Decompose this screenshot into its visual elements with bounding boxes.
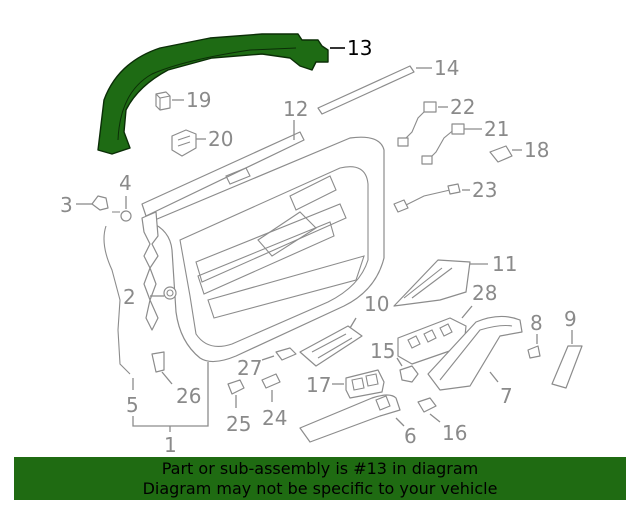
part-14-belt-weatherstrip[interactable] bbox=[317, 65, 415, 115]
part-2-fastener[interactable] bbox=[163, 286, 177, 300]
callout-27[interactable]: 27 bbox=[237, 356, 262, 380]
callout-28[interactable]: 28 bbox=[472, 281, 497, 305]
leader-6 bbox=[395, 417, 405, 427]
callout-11[interactable]: 11 bbox=[492, 252, 517, 276]
callout-8[interactable]: 8 bbox=[530, 311, 543, 335]
disclaimer-line-2: Diagram may not be specific to your vehi… bbox=[142, 479, 498, 498]
callout-24[interactable]: 24 bbox=[262, 406, 287, 430]
part-13-window-frame-trim[interactable] bbox=[97, 33, 329, 155]
callout-12[interactable]: 12 bbox=[283, 97, 308, 121]
callout-15[interactable]: 15 bbox=[370, 339, 395, 363]
part-6-armrest[interactable] bbox=[299, 394, 401, 443]
part-7-handle-bezel[interactable] bbox=[427, 315, 523, 391]
part-3-clip[interactable] bbox=[91, 195, 109, 211]
part-8-clip[interactable] bbox=[527, 345, 541, 359]
callout-1[interactable]: 1 bbox=[164, 433, 177, 456]
callout-17[interactable]: 17 bbox=[306, 373, 331, 397]
parts-diagram: 13 14 19 20 12 3 bbox=[60, 33, 583, 456]
callout-26[interactable]: 26 bbox=[176, 384, 201, 408]
part-12-side-edge bbox=[141, 211, 159, 331]
leader-26 bbox=[161, 371, 173, 385]
leader-27 bbox=[261, 355, 275, 361]
part-20-switch[interactable] bbox=[171, 129, 197, 157]
part-11-trim-panel[interactable] bbox=[393, 259, 471, 307]
part-16-switch[interactable] bbox=[417, 397, 437, 413]
part-17-switch-module[interactable] bbox=[345, 369, 385, 399]
callout-5[interactable]: 5 bbox=[126, 393, 139, 417]
disclaimer-banner: Part or sub-assembly is #13 in diagram D… bbox=[14, 457, 626, 500]
leader-16 bbox=[429, 413, 441, 423]
part-27-clip[interactable] bbox=[275, 347, 297, 361]
callout-2[interactable]: 2 bbox=[123, 285, 136, 309]
callout-18[interactable]: 18 bbox=[524, 138, 549, 162]
callout-20[interactable]: 20 bbox=[208, 127, 233, 151]
callout-25[interactable]: 25 bbox=[226, 412, 251, 436]
callout-9[interactable]: 9 bbox=[564, 307, 577, 331]
leader-28 bbox=[461, 305, 473, 319]
callout-7[interactable]: 7 bbox=[500, 384, 513, 408]
leader-7 bbox=[489, 371, 499, 383]
part-25-cap[interactable] bbox=[227, 379, 245, 395]
part-18-speaker-cover[interactable] bbox=[489, 145, 513, 163]
callout-22[interactable]: 22 bbox=[450, 95, 475, 119]
callout-4[interactable]: 4 bbox=[119, 171, 132, 195]
leader-15 bbox=[396, 357, 403, 367]
part-22-wiring[interactable] bbox=[397, 101, 437, 147]
part-21-wiring[interactable] bbox=[421, 123, 465, 165]
part-9-reflector[interactable] bbox=[551, 345, 583, 389]
callout-14[interactable]: 14 bbox=[434, 56, 459, 80]
callout-3[interactable]: 3 bbox=[60, 193, 73, 217]
part-23-wiring[interactable] bbox=[393, 183, 461, 213]
part-10-trim-piece[interactable] bbox=[299, 325, 363, 367]
part-24-clip[interactable] bbox=[261, 373, 281, 389]
callout-19[interactable]: 19 bbox=[186, 88, 211, 112]
callout-10[interactable]: 10 bbox=[364, 292, 389, 316]
callout-13[interactable]: 13 bbox=[347, 36, 372, 60]
part-12-door-trim-panel[interactable] bbox=[141, 131, 385, 363]
callout-23[interactable]: 23 bbox=[472, 178, 497, 202]
callout-21[interactable]: 21 bbox=[484, 117, 509, 141]
part-5-seal-strip[interactable] bbox=[103, 225, 131, 375]
callout-6[interactable]: 6 bbox=[404, 424, 417, 448]
part-26-bracket[interactable] bbox=[151, 351, 165, 373]
leader-10 bbox=[349, 317, 357, 329]
disclaimer-line-1: Part or sub-assembly is #13 in diagram bbox=[161, 459, 479, 478]
part-4-screw[interactable] bbox=[112, 210, 132, 222]
part-15-button[interactable] bbox=[399, 365, 419, 383]
callout-16[interactable]: 16 bbox=[442, 421, 467, 445]
part-19-switch[interactable] bbox=[155, 91, 171, 111]
